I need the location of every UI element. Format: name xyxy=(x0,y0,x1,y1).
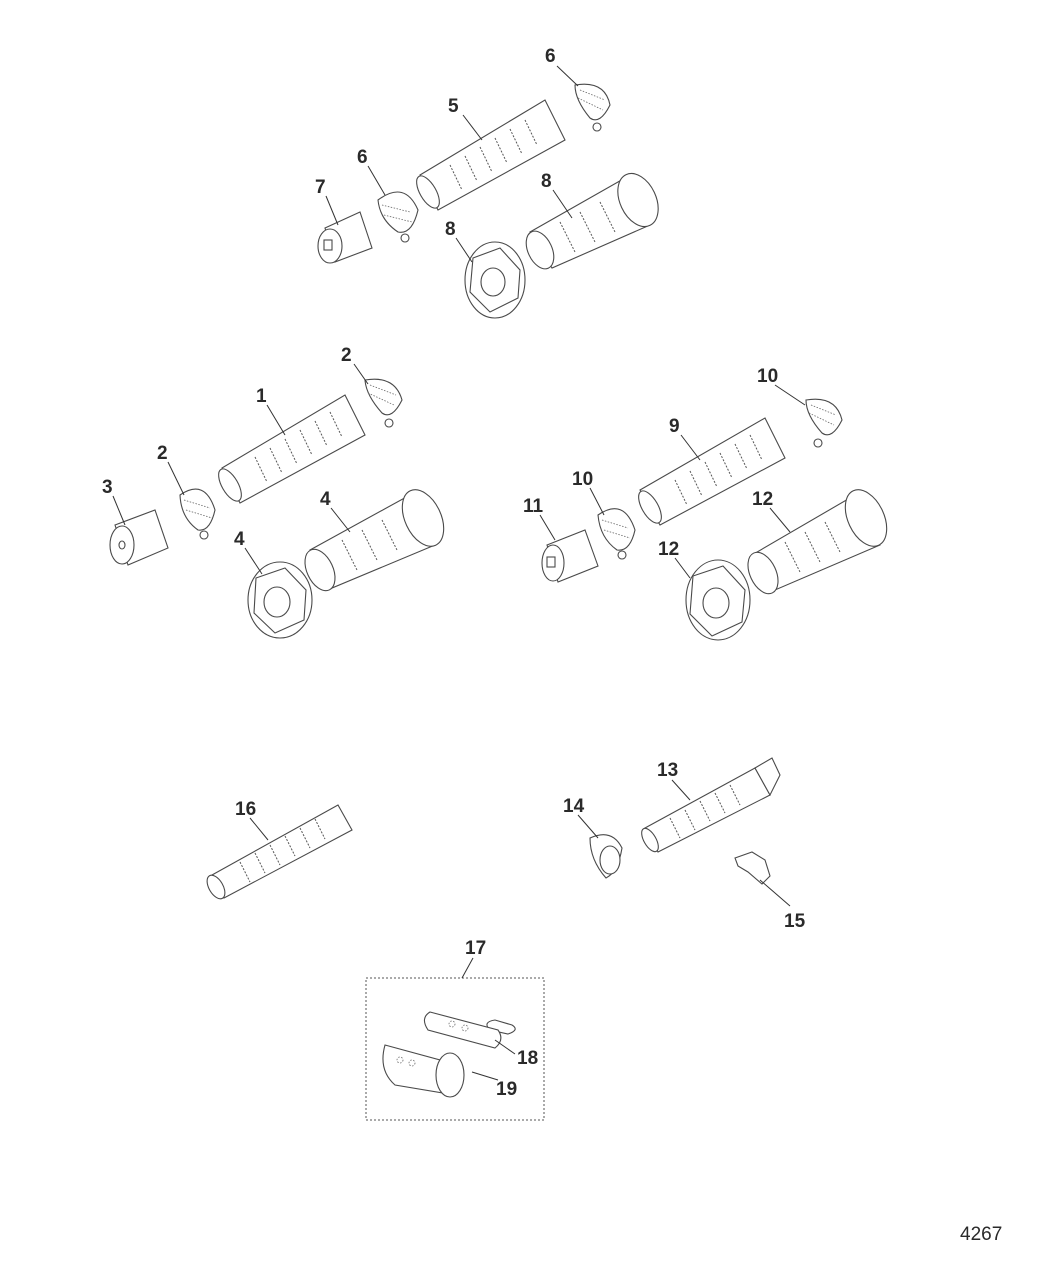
callout-2b: 2 xyxy=(157,443,168,464)
callout-5: 5 xyxy=(448,96,459,117)
nut-part-12 xyxy=(685,559,751,641)
nut-part-8 xyxy=(464,241,526,319)
bushing-part-3 xyxy=(109,509,169,566)
callout-10a: 10 xyxy=(757,366,778,387)
callout-12b: 12 xyxy=(658,539,679,560)
callout-18: 18 xyxy=(517,1048,538,1069)
callout-3: 3 xyxy=(102,477,113,498)
boot-part-4 xyxy=(304,489,445,592)
callout-11: 11 xyxy=(523,496,544,517)
callout-8a: 8 xyxy=(541,171,552,192)
clamp-part-2-left xyxy=(179,488,216,540)
assembly-group-left xyxy=(109,378,445,639)
bellows-part-5 xyxy=(416,99,566,211)
link-part-18 xyxy=(423,1011,502,1049)
nut-part-4 xyxy=(247,561,313,639)
assembly-group-right xyxy=(541,398,888,641)
bellows-part-9 xyxy=(638,417,786,526)
callout-1: 1 xyxy=(256,386,267,407)
figure-number: 4267 xyxy=(960,1224,1002,1245)
callout-13: 13 xyxy=(657,760,678,781)
boot-part-12 xyxy=(747,489,888,595)
leader-lines xyxy=(112,65,806,1081)
boot-part-8 xyxy=(525,172,659,270)
bellows-part-1 xyxy=(218,394,366,504)
clamp-part-10-left xyxy=(597,508,636,560)
bushing-part-7 xyxy=(317,211,373,264)
callout-16: 16 xyxy=(235,799,256,820)
clamp-part-10-right xyxy=(805,398,843,448)
callout-6b: 6 xyxy=(357,147,368,168)
bracket-part-19 xyxy=(382,1044,465,1098)
callout-8b: 8 xyxy=(445,219,456,240)
callout-14: 14 xyxy=(563,796,585,817)
callout-19: 19 xyxy=(496,1079,517,1100)
callout-labels: 6 5 6 7 8 8 2 1 2 3 4 4 10 9 10 11 12 12… xyxy=(102,46,806,1100)
callout-6a: 6 xyxy=(545,46,556,67)
kit-box-17 xyxy=(365,977,545,1121)
clamp-part-14 xyxy=(589,834,623,879)
bushing-part-11 xyxy=(541,529,599,583)
callout-7: 7 xyxy=(315,177,326,198)
callout-17: 17 xyxy=(465,938,486,959)
callout-2a: 2 xyxy=(341,345,352,366)
callout-4a: 4 xyxy=(320,489,331,510)
bellows-part-16 xyxy=(206,804,353,900)
clamp-part-2-right xyxy=(364,378,403,428)
callout-12a: 12 xyxy=(752,489,773,510)
clamp-part-6-left xyxy=(377,191,419,243)
callout-15: 15 xyxy=(784,911,806,932)
callout-4b: 4 xyxy=(234,529,245,550)
clamp-part-6-right xyxy=(574,83,611,132)
callout-10b: 10 xyxy=(572,469,593,490)
callout-9: 9 xyxy=(669,416,680,437)
bellows-part-13 xyxy=(641,757,781,853)
clip-part-15 xyxy=(734,851,771,885)
assembly-group-top xyxy=(317,83,659,319)
